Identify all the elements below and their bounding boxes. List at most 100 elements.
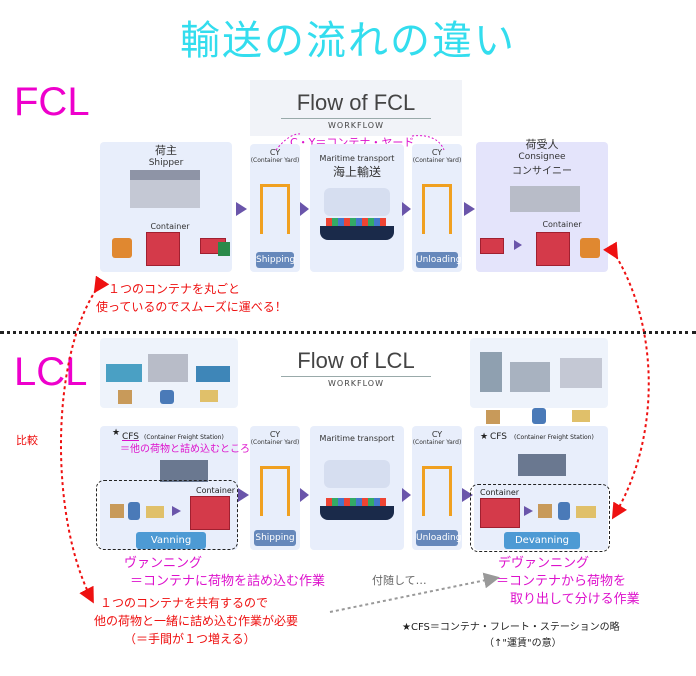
package-icon [486, 410, 500, 424]
cfs-warehouse-icon [160, 460, 208, 482]
office-building-icon [510, 362, 550, 392]
consignee-en: Consignee [518, 152, 566, 162]
flow-arrow-icon [462, 488, 473, 502]
pallet-icon [576, 506, 596, 518]
fcl-flow-title: Flow of FCL [296, 90, 416, 115]
unloading-badge: Unloading [416, 530, 461, 546]
cfs-right-label: CFS [490, 432, 508, 442]
cy-note-curve [275, 133, 445, 151]
warehouse-icon [130, 178, 200, 208]
cy-sub-label: (Container Yard) [412, 439, 462, 446]
consignee-jp: 荷受人 [525, 138, 559, 151]
lcl-consignees-panel [470, 338, 608, 408]
lcl-cfs-left-panel: ★ CFS (Container Freight Station) Contai… [100, 426, 238, 550]
flow-arrow-icon [402, 488, 411, 502]
fcl-workflow-label: WORKFLOW [328, 121, 384, 130]
cy-sub-label: (Container Yard) [250, 439, 300, 446]
devanning-jp: デヴァンニング [498, 556, 590, 571]
lcl-flow-header: Flow of LCL WORKFLOW [250, 338, 462, 394]
container-icon [190, 496, 230, 530]
fcl-maritime-panel: Maritime transport 海上輸送 [310, 144, 404, 272]
fcl-container-label: Container [150, 222, 190, 231]
fcl-cy-right-panel: CY (Container Yard) Unloading [412, 144, 462, 272]
devanning-desc-line1: ＝コンテナから荷物を [496, 574, 627, 589]
flow-arrow-icon [238, 488, 249, 502]
flow-arrow-icon [300, 488, 309, 502]
shipping-badge: Shipping [254, 530, 296, 546]
lcl-cy-right-panel: CY (Container Yard) Unloading [412, 426, 462, 550]
factory-icon [148, 354, 188, 382]
ship-cargo-icon [326, 498, 386, 506]
shipper-en: Shipper [148, 158, 184, 168]
barrel-icon [532, 408, 546, 424]
maritime-label: Maritime transport [319, 434, 395, 443]
gantry-crane-icon [260, 466, 290, 516]
maritime-jp-label: 海上輸送 [332, 165, 381, 179]
vanning-badge: Vanning [136, 532, 206, 549]
warehouse-icon [106, 364, 142, 382]
barrel-icon [558, 502, 570, 520]
package-icon [538, 504, 552, 518]
pallet-icon [146, 506, 164, 518]
cy-sub-label: (Container Yard) [412, 157, 462, 164]
truck-cab-icon [218, 242, 230, 256]
fcl-consignee-panel: 荷受人 Consignee コンサイニー Container [476, 138, 608, 272]
cfs-left-label: CFS [122, 432, 140, 442]
lcl-note-line3: （＝手間が１つ増える） [124, 632, 256, 646]
unloading-badge: Unloading [416, 252, 461, 268]
compare-curve-right [602, 241, 650, 520]
gantry-crane-icon [260, 184, 290, 234]
warehouse-roof-icon [130, 170, 200, 180]
lcl-workflow-label: WORKFLOW [328, 379, 384, 388]
lcl-cfs-right-panel: ★ CFS (Container Freight Station) Contai… [474, 426, 608, 550]
pallet-icon [200, 390, 218, 402]
container-icon [480, 498, 520, 528]
lcl-cy-left-panel: CY (Container Yard) Shipping [250, 426, 300, 550]
devanning-badge: Devanning [504, 532, 580, 549]
devanning-desc-line2: 取り出して分ける作業 [510, 592, 640, 607]
truck-container-icon [480, 238, 504, 254]
forklift-icon [580, 238, 600, 258]
flow-arrow-icon [402, 202, 411, 216]
cy-label: CY [431, 430, 443, 439]
cfs-right-sub-label: (Container Freight Station) [514, 434, 594, 441]
cy-label: CY [269, 148, 281, 157]
container-icon [536, 232, 570, 266]
compare-label: 比較 [16, 434, 38, 447]
cfs-warehouse-icon [518, 454, 566, 476]
cfs-definition: ★CFS＝コンテナ・フレート・ステーションの略 [402, 622, 620, 633]
cy-label: CY [431, 148, 443, 157]
package-icon [110, 504, 124, 518]
container-ship-icon [320, 506, 394, 520]
fcl-container-label: Container [542, 220, 582, 229]
forklift-icon [112, 238, 132, 258]
cfs-left-sub-label: (Container Freight Station) [144, 434, 224, 441]
attached-arrow [329, 572, 500, 613]
shipping-badge: Shipping [256, 252, 295, 268]
warehouse-icon [510, 186, 580, 212]
maritime-label: Maritime transport [319, 154, 395, 163]
star-icon: ★ [480, 432, 489, 442]
barrel-icon [160, 390, 174, 404]
flow-arrow-icon [300, 202, 309, 216]
vanning-desc: ＝コンテナに荷物を詰め込む作業 [130, 574, 326, 589]
gantry-crane-icon [422, 184, 452, 234]
lcl-container-label: Container [480, 488, 520, 497]
factory-icon [560, 358, 602, 388]
cy-sub-label: (Container Yard) [250, 157, 300, 164]
lcl-flow-title: Flow of LCL [297, 348, 415, 373]
container-icon [146, 232, 180, 266]
lcl-maritime-panel: Maritime transport [310, 426, 404, 550]
container-ship-icon [320, 226, 394, 240]
vanning-jp: ヴァンニング [124, 556, 203, 571]
fcl-label: FCL [14, 80, 90, 124]
office-building-icon [480, 352, 502, 392]
flow-arrow-icon [236, 202, 247, 216]
fcl-cy-left-panel: CY (Container Yard) Shipping [250, 144, 300, 272]
ship-cargo-icon [326, 218, 386, 226]
flow-arrow-icon [464, 202, 475, 216]
package-icon [118, 390, 132, 404]
attached-note: 付随して… [372, 574, 427, 587]
cfs-definition-sub: （↑"運賃"の意） [484, 638, 562, 649]
